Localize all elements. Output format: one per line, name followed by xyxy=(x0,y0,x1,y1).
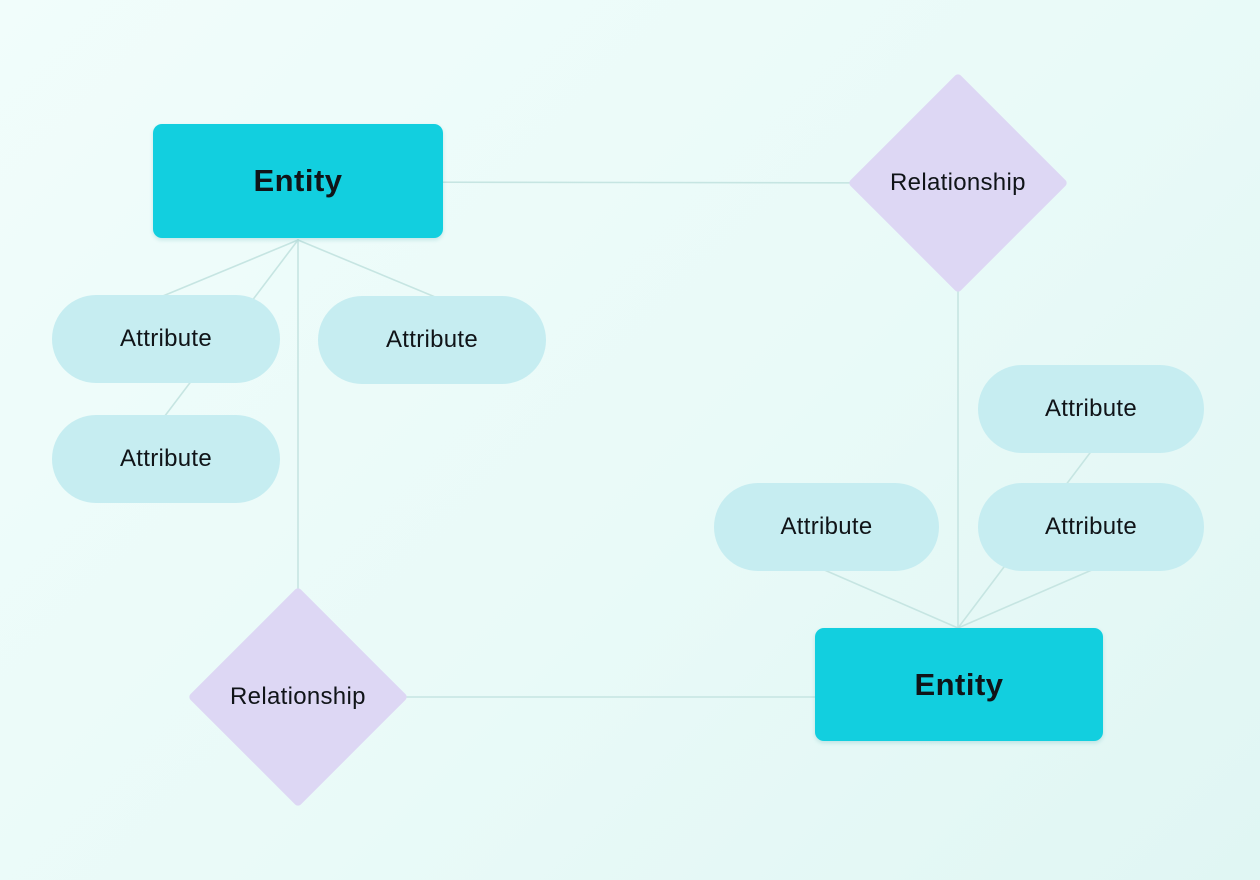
entity-label: Entity xyxy=(253,163,343,198)
relationship-label: Relationship xyxy=(230,683,366,710)
connector-line xyxy=(957,562,1109,629)
entity-label: Entity xyxy=(914,666,1004,702)
attribute-pill-right-mid[interactable]: Attribute xyxy=(978,483,1204,571)
attribute-pill-left-mid[interactable]: Attribute xyxy=(318,296,546,384)
connector-line xyxy=(145,239,299,304)
connector-line xyxy=(297,239,453,305)
attribute-pill-left-bottom[interactable]: Attribute xyxy=(52,415,280,503)
relationship-label: Relationship xyxy=(890,169,1026,196)
attribute-label: Attribute xyxy=(119,325,213,352)
connector-line xyxy=(805,561,959,629)
attribute-label: Attribute xyxy=(1044,395,1138,422)
attribute-label: Attribute xyxy=(780,513,873,540)
attribute-label: Attribute xyxy=(119,445,213,472)
entity-node-top-left[interactable]: Entity xyxy=(153,124,443,238)
entity-node-bottom-right[interactable]: Entity xyxy=(815,628,1103,741)
attribute-pill-right-side[interactable]: Attribute xyxy=(714,483,939,571)
attribute-pill-left-top[interactable]: Attribute xyxy=(52,295,280,383)
attribute-pill-right-top[interactable]: Attribute xyxy=(978,365,1204,453)
attribute-label: Attribute xyxy=(1044,513,1138,540)
attribute-label: Attribute xyxy=(385,326,479,353)
